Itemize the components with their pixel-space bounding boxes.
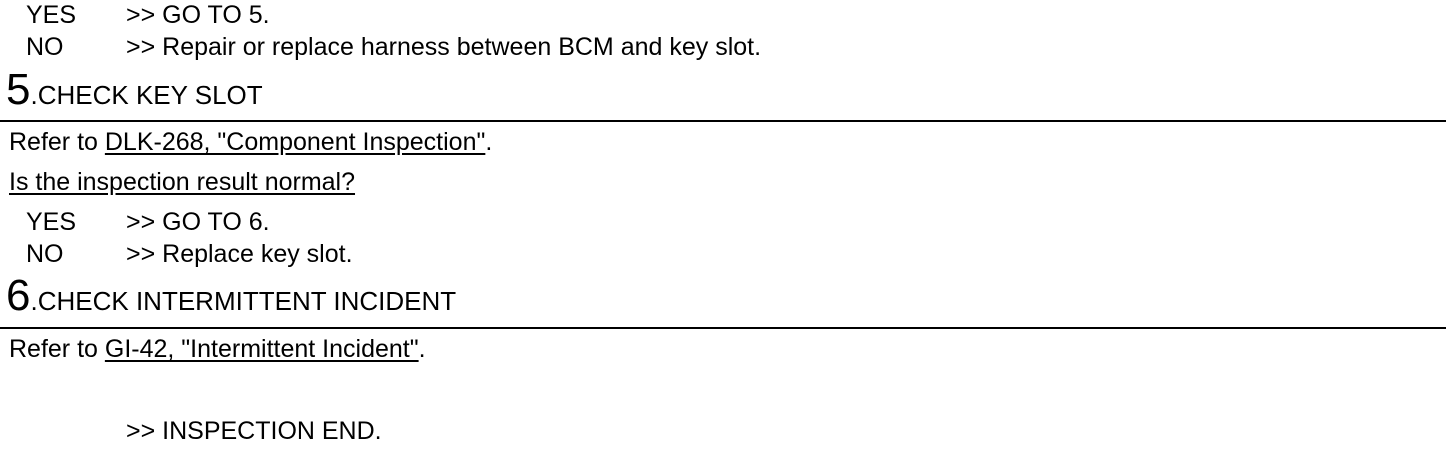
step-dot: .	[30, 80, 38, 110]
step-6-divider	[0, 327, 1446, 329]
step-number: 6	[6, 271, 31, 320]
no-label: NO	[26, 240, 64, 268]
step-6-refer-line: Refer to GI-42, "Intermittent Incident".	[9, 334, 426, 364]
no-label: NO	[26, 33, 64, 61]
reference-link-gi-42[interactable]: GI-42, "Intermittent Incident"	[104, 335, 419, 363]
step-dot: .	[30, 286, 38, 316]
inspection-end-line: >> INSPECTION END.	[126, 416, 382, 446]
step-number: 5	[6, 65, 31, 114]
step-5-yes-choice: YES >> GO TO 6.	[26, 207, 1026, 237]
refer-suffix: .	[485, 128, 493, 156]
refer-suffix: .	[418, 335, 426, 363]
inspection-question[interactable]: Is the inspection result normal?	[9, 168, 356, 196]
yes-action: >> GO TO 5.	[126, 1, 270, 29]
step-5-refer-line: Refer to DLK-268, "Component Inspection"…	[9, 127, 492, 157]
step-6-heading: 6 . CHECK INTERMITTENT INCIDENT	[6, 274, 456, 318]
refer-prefix: Refer to	[9, 128, 105, 156]
no-action: >> Repair or replace harness between BCM…	[126, 33, 762, 61]
step-5-question: Is the inspection result normal?	[9, 167, 355, 197]
step-5-no-choice: NO >> Replace key slot.	[26, 239, 1026, 269]
refer-prefix: Refer to	[9, 335, 105, 363]
step-title: CHECK INTERMITTENT INCIDENT	[37, 286, 457, 316]
no-action: >> Replace key slot.	[126, 240, 353, 268]
yes-label: YES	[26, 1, 77, 29]
top-no-choice: NO >> Repair or replace harness between …	[26, 32, 1026, 62]
step-title: CHECK KEY SLOT	[37, 80, 263, 110]
step-5-divider	[0, 120, 1446, 122]
step-5-heading: 5 . CHECK KEY SLOT	[6, 68, 263, 112]
top-yes-choice: YES >> GO TO 5.	[26, 0, 1026, 30]
reference-link-dlk-268[interactable]: DLK-268, "Component Inspection"	[104, 128, 486, 156]
yes-label: YES	[26, 208, 77, 236]
end-action: >> INSPECTION END.	[126, 417, 382, 445]
yes-action: >> GO TO 6.	[126, 208, 270, 236]
